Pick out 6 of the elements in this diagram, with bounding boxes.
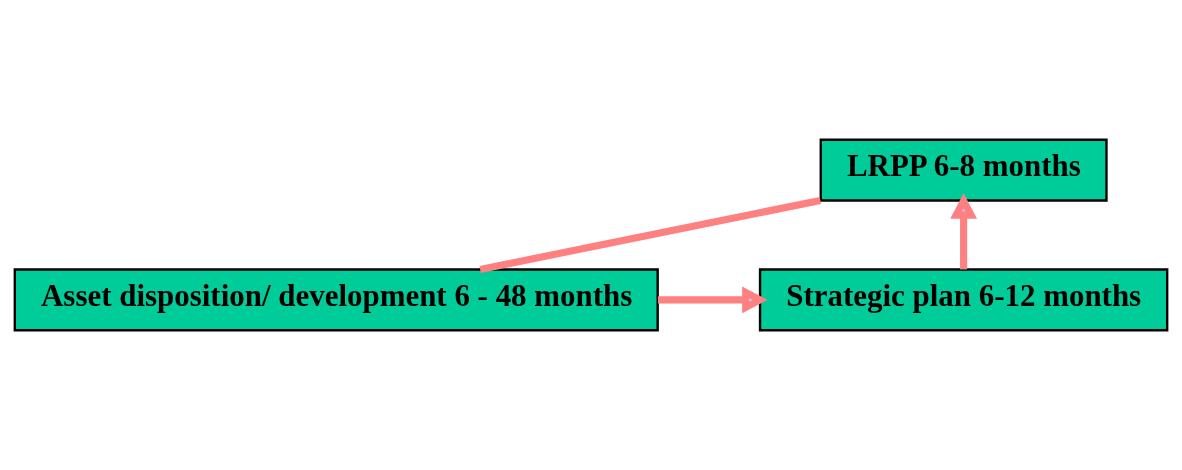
arrow [950, 193, 978, 270]
node-box: LRPP 6-8 months [819, 138, 1108, 202]
node-box: Asset disposition/ development 6 - 48 months [13, 268, 659, 332]
node-box: Strategic plan 6-12 months [758, 268, 1169, 332]
arrow [657, 286, 768, 314]
connector [479, 196, 822, 273]
